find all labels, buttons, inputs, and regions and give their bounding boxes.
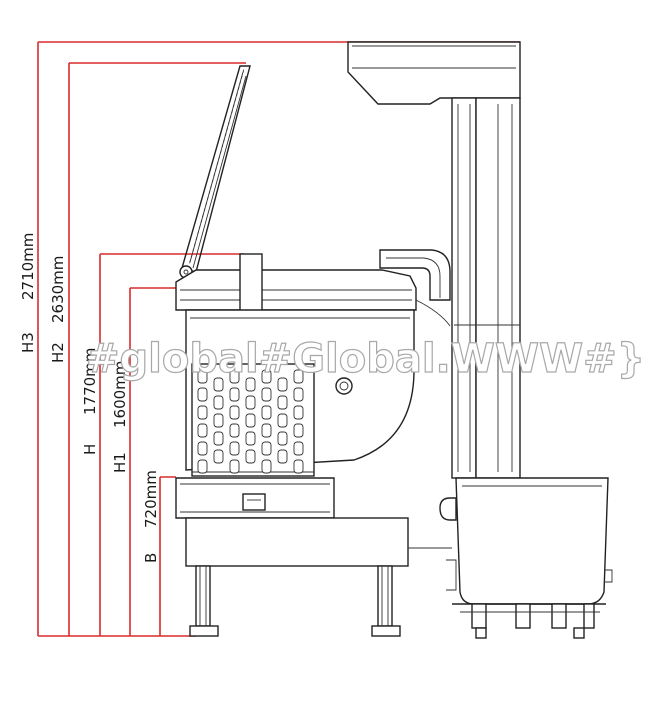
dim-value-h3: 2710mm — [19, 233, 37, 300]
dim-value-h: 1770mm — [81, 348, 99, 415]
guard-slot — [277, 413, 288, 428]
guard-slot — [229, 405, 240, 420]
guard-slot — [277, 431, 288, 446]
dim-line-h1 — [129, 287, 176, 636]
guard-slot — [293, 459, 304, 474]
dim-symbol-h1: H1 — [111, 452, 129, 473]
guard-slot — [245, 395, 256, 410]
guard-slot — [245, 413, 256, 428]
raised-lid — [179, 65, 251, 279]
dim-line-h2 — [68, 62, 246, 636]
guard-slot — [197, 459, 208, 474]
guard-slot — [229, 387, 240, 402]
guard-slot — [277, 377, 288, 392]
dim-line-h — [99, 253, 244, 636]
dim-value-h1: 1600mm — [111, 361, 129, 428]
guard-slot — [229, 369, 240, 384]
guard-slot — [197, 405, 208, 420]
guard-slot — [213, 377, 224, 392]
guard-slot — [293, 423, 304, 438]
guard-slot — [197, 441, 208, 456]
dim-symbol-h: H — [81, 444, 99, 455]
guard-slot — [293, 405, 304, 420]
dim-symbol-b: B — [142, 553, 160, 563]
dim-symbol-h2: H2 — [49, 342, 67, 363]
guard-slot — [293, 441, 304, 456]
dim-symbol-h3: H3 — [19, 332, 37, 353]
dim-line-b — [159, 476, 176, 636]
dim-value-b: 720mm — [142, 470, 160, 528]
guard-slot — [213, 449, 224, 464]
lower-frame — [185, 517, 452, 637]
watermark-text: #global#Global.WWW#} — [86, 336, 645, 382]
drip-tray — [175, 477, 335, 519]
guard-slot — [293, 369, 304, 384]
guard-slot — [213, 431, 224, 446]
guard-slot — [197, 387, 208, 402]
guard-slot — [261, 387, 272, 402]
perforated-guard — [191, 363, 315, 477]
lift-column — [347, 41, 521, 479]
guard-slot — [261, 423, 272, 438]
guard-slot — [213, 413, 224, 428]
guard-slot — [261, 405, 272, 420]
guard-slot — [277, 449, 288, 464]
transfer-cart — [439, 477, 613, 639]
guard-slot — [229, 423, 240, 438]
guard-slot — [229, 459, 240, 474]
guard-slot — [245, 449, 256, 464]
guard-slot — [293, 387, 304, 402]
dimension-labels: H3 2710mm H2 2630mm H 1770mm H1 1600mm B… — [19, 233, 160, 563]
guard-slot — [213, 395, 224, 410]
guard-slot — [245, 431, 256, 446]
guard-slot — [261, 459, 272, 474]
guard-slot — [197, 369, 208, 384]
dim-value-h2: 2630mm — [49, 256, 67, 323]
guard-slot — [197, 423, 208, 438]
guard-slot — [261, 441, 272, 456]
guard-slot — [261, 369, 272, 384]
guard-slot — [277, 395, 288, 410]
guard-slot — [229, 441, 240, 456]
guard-slot — [245, 377, 256, 392]
